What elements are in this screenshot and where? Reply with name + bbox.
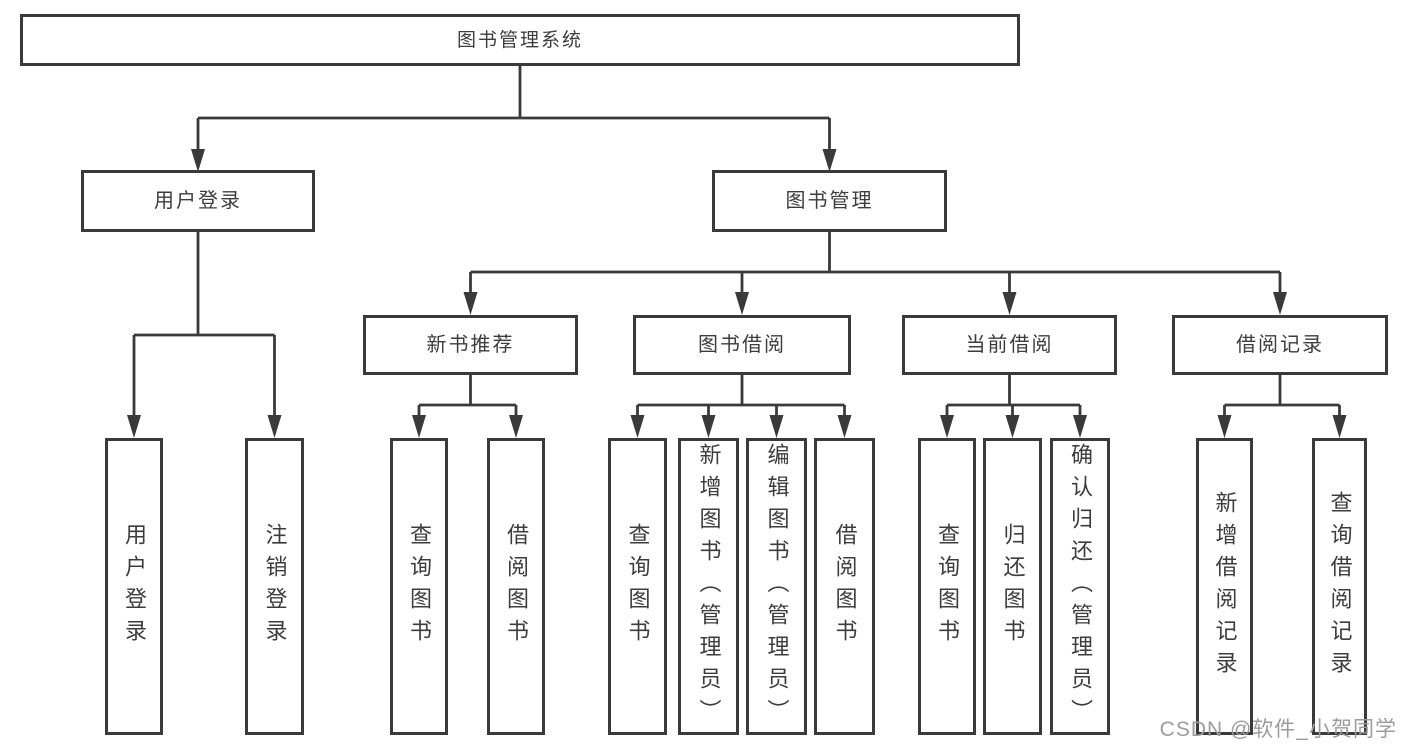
leaf-cur-confirm-return-admin: 确认归还（管理员） xyxy=(1050,438,1110,735)
leaf-cur-return-books: 归还图书 xyxy=(983,438,1042,735)
connector-root-to-level2 xyxy=(191,66,837,172)
node-borrow-records: 借阅记录 xyxy=(1172,315,1388,375)
leaf-recd-query-record: 查询借阅记录 xyxy=(1312,438,1367,735)
leaf-user-login: 用户登录 xyxy=(105,438,163,735)
connector-user-login-to-leaves xyxy=(127,232,282,438)
leaf-recd-add-record: 新增借阅记录 xyxy=(1196,438,1253,735)
leaf-bor-add-books-admin: 新增图书（管理员） xyxy=(678,438,739,735)
leaf-bor-edit-books-admin: 编辑图书（管理员） xyxy=(746,438,807,735)
node-user-login-branch: 用户登录 xyxy=(81,170,315,232)
leaf-bor-borrow-books: 借阅图书 xyxy=(814,438,875,735)
node-root-system: 图书管理系统 xyxy=(20,14,1020,66)
leaf-logout: 注销登录 xyxy=(245,438,304,735)
leaf-bor-query-books: 查询图书 xyxy=(608,438,667,735)
connector-book-mgmt-to-level3 xyxy=(463,232,1287,315)
node-current-borrow: 当前借阅 xyxy=(902,315,1117,375)
connector-book-borrow-to-leaves xyxy=(630,375,852,438)
csdn-watermark: CSDN @软件_小贺同学 xyxy=(1159,718,1397,741)
leaf-rec-query-books: 查询图书 xyxy=(390,438,448,735)
connector-borrow-records-to-leaves xyxy=(1217,375,1347,438)
node-book-borrow: 图书借阅 xyxy=(633,315,851,375)
connector-current-borrow-to-leaves xyxy=(940,375,1087,438)
leaf-rec-borrow-books: 借阅图书 xyxy=(487,438,545,735)
node-book-mgmt-branch: 图书管理 xyxy=(712,170,947,232)
node-new-book-rec: 新书推荐 xyxy=(363,315,578,375)
connector-new-book-rec-to-leaves xyxy=(412,375,523,438)
leaf-cur-query-books: 查询图书 xyxy=(918,438,976,735)
